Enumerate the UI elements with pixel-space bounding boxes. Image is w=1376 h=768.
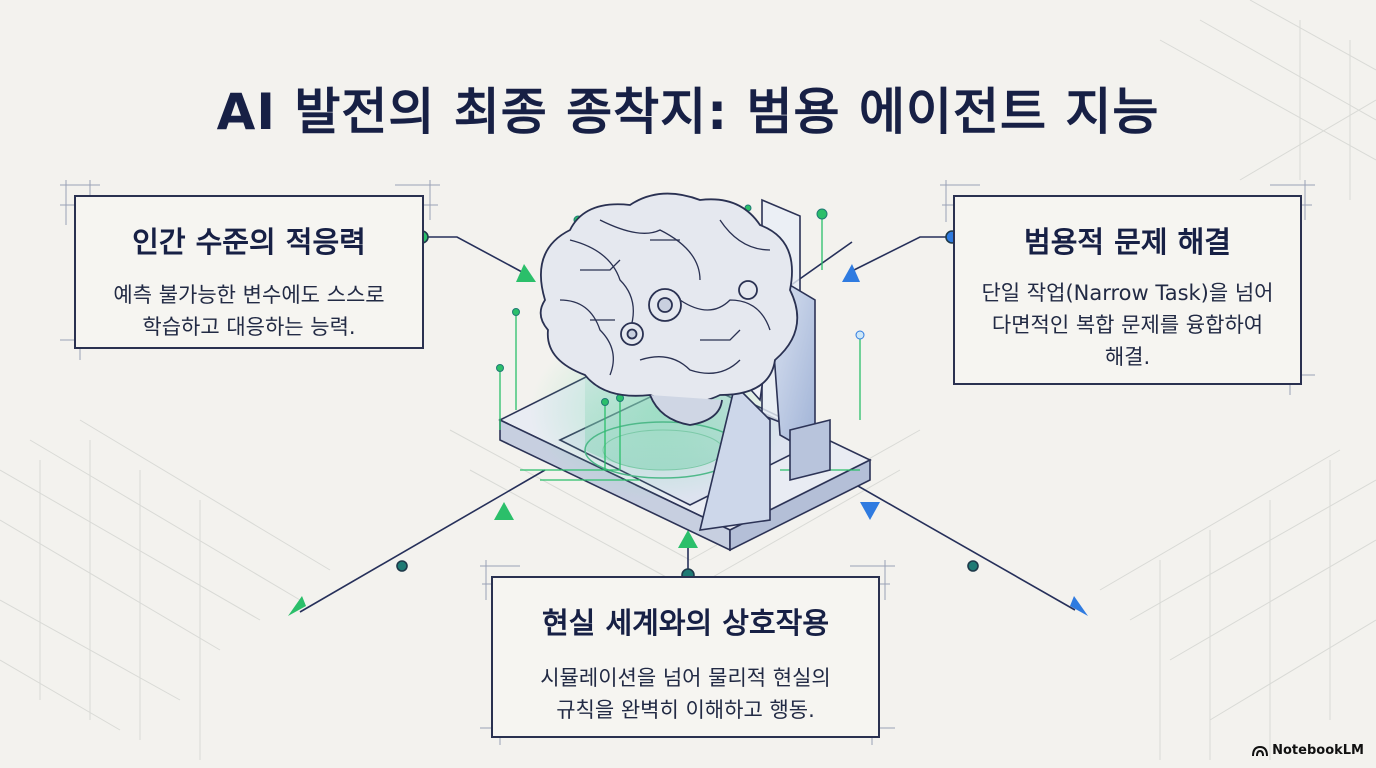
card-real-world-interaction: 현실 세계와의 상호작용 시뮬레이션을 넘어 물리적 현실의 규칙을 완벽히 이… bbox=[491, 576, 880, 738]
card-problem-solving-line-2: 다면적인 복합 문제를 융합하여 bbox=[991, 313, 1264, 337]
card-adaptability-line-2: 학습하고 대응하는 능력. bbox=[142, 315, 356, 339]
brand-label: NotebookLM bbox=[1272, 743, 1364, 758]
card-adaptability-heading: 인간 수준의 적응력 bbox=[132, 225, 366, 259]
brain-icon bbox=[539, 192, 799, 426]
card-general-problem-solving: 범용적 문제 해결 단일 작업(Narrow Task)을 넘어 다면적인 복합… bbox=[953, 195, 1302, 385]
card-problem-solving-line-3: 해결. bbox=[1104, 345, 1151, 369]
card-real-world-line-2: 규칙을 완벽히 이해하고 행동. bbox=[556, 698, 815, 722]
connector-lines bbox=[299, 236, 1076, 613]
notebooklm-logo-icon bbox=[1252, 745, 1269, 756]
card-problem-solving-heading: 범용적 문제 해결 bbox=[1024, 225, 1231, 259]
card-real-world-heading: 현실 세계와의 상호작용 bbox=[542, 606, 829, 640]
card-adaptability-line-1: 예측 불가능한 변수에도 스스로 bbox=[113, 283, 385, 307]
card-real-world-line-1: 시뮬레이션을 넘어 물리적 현실의 bbox=[540, 666, 831, 690]
page-title: AI 발전의 최종 종착지: 범용 에이전트 지능 bbox=[216, 83, 1160, 141]
card-problem-solving-line-1: 단일 작업(Narrow Task)을 넘어 bbox=[981, 281, 1274, 305]
arrow-heads bbox=[288, 264, 1088, 616]
brand-watermark: NotebookLM bbox=[1252, 743, 1364, 758]
card-adaptability: 인간 수준의 적응력 예측 불가능한 변수에도 스스로 학습하고 대응하는 능력… bbox=[74, 195, 424, 349]
